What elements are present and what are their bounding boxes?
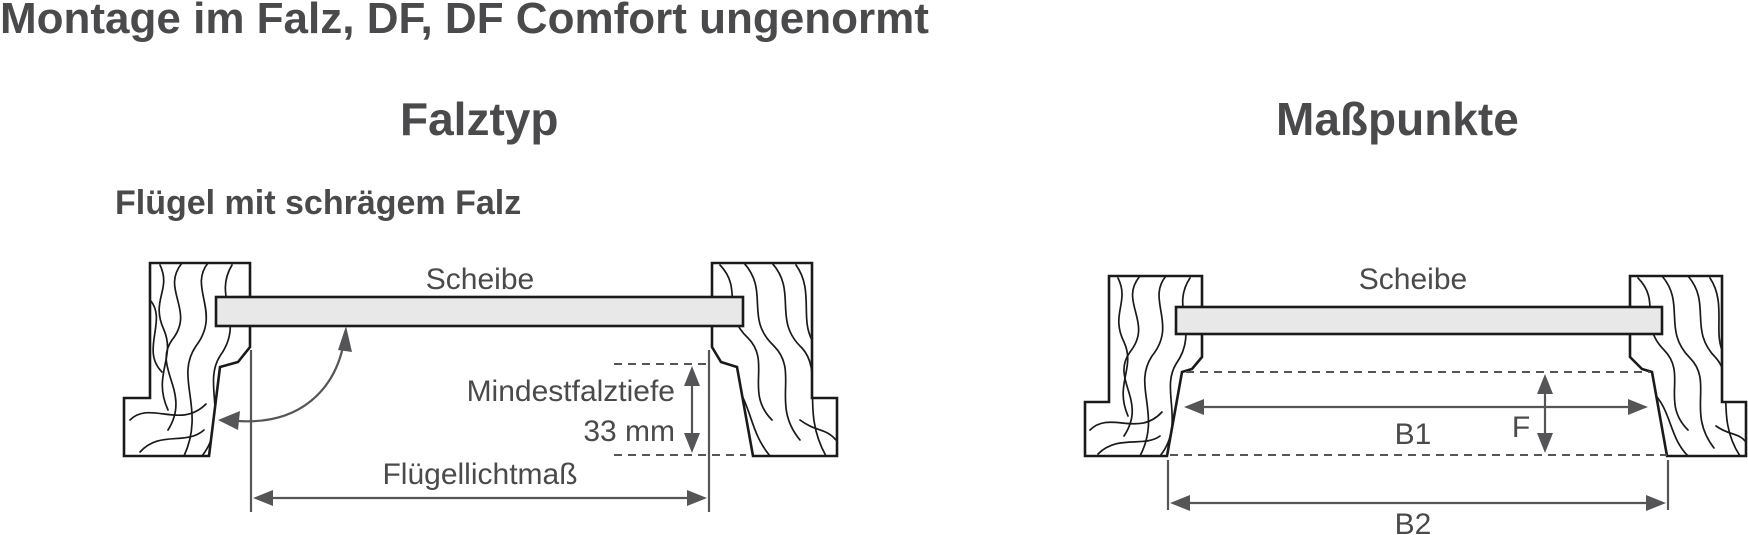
left-wood-frame xyxy=(122,261,252,458)
depth-value-label: 33 mm xyxy=(583,415,675,448)
falztyp-diagram: Scheibe Mindestfalztiefe 33 mm Flügellic… xyxy=(122,261,839,512)
glass-pane xyxy=(1174,305,1664,336)
scheibe-label: Scheibe xyxy=(1359,263,1467,296)
page-title: Montage im Falz, DF, DF Comfort ungenorm… xyxy=(0,0,929,43)
right-wood-frame xyxy=(710,261,839,458)
f-label: F xyxy=(1512,411,1530,444)
b1-dimension-arrow xyxy=(1184,399,1648,415)
right-wood-frame xyxy=(1628,274,1748,458)
b2-dimension-arrow xyxy=(1170,495,1666,511)
b2-label: B2 xyxy=(1395,508,1432,535)
glass-pane xyxy=(214,295,745,328)
scheibe-label: Scheibe xyxy=(426,263,534,296)
f-dimension-arrow xyxy=(1537,374,1553,453)
depth-dimension-arrow xyxy=(684,366,700,453)
falztyp-subheading: Flügel mit schrägem Falz xyxy=(115,184,522,222)
lichtmass-dimension-arrow xyxy=(253,490,707,506)
left-wood-frame xyxy=(1083,274,1204,458)
b1-label: B1 xyxy=(1395,418,1432,451)
curved-arrow xyxy=(218,326,352,430)
mindestfalztiefe-label: Mindestfalztiefe xyxy=(467,375,675,408)
fluegellichtmass-label: Flügellichtmaß xyxy=(382,458,577,491)
masspunkte-heading: Maßpunkte xyxy=(1276,93,1519,145)
masspunkte-diagram: Scheibe B1 F B2 xyxy=(1083,263,1748,535)
falztyp-heading: Falztyp xyxy=(400,93,559,145)
